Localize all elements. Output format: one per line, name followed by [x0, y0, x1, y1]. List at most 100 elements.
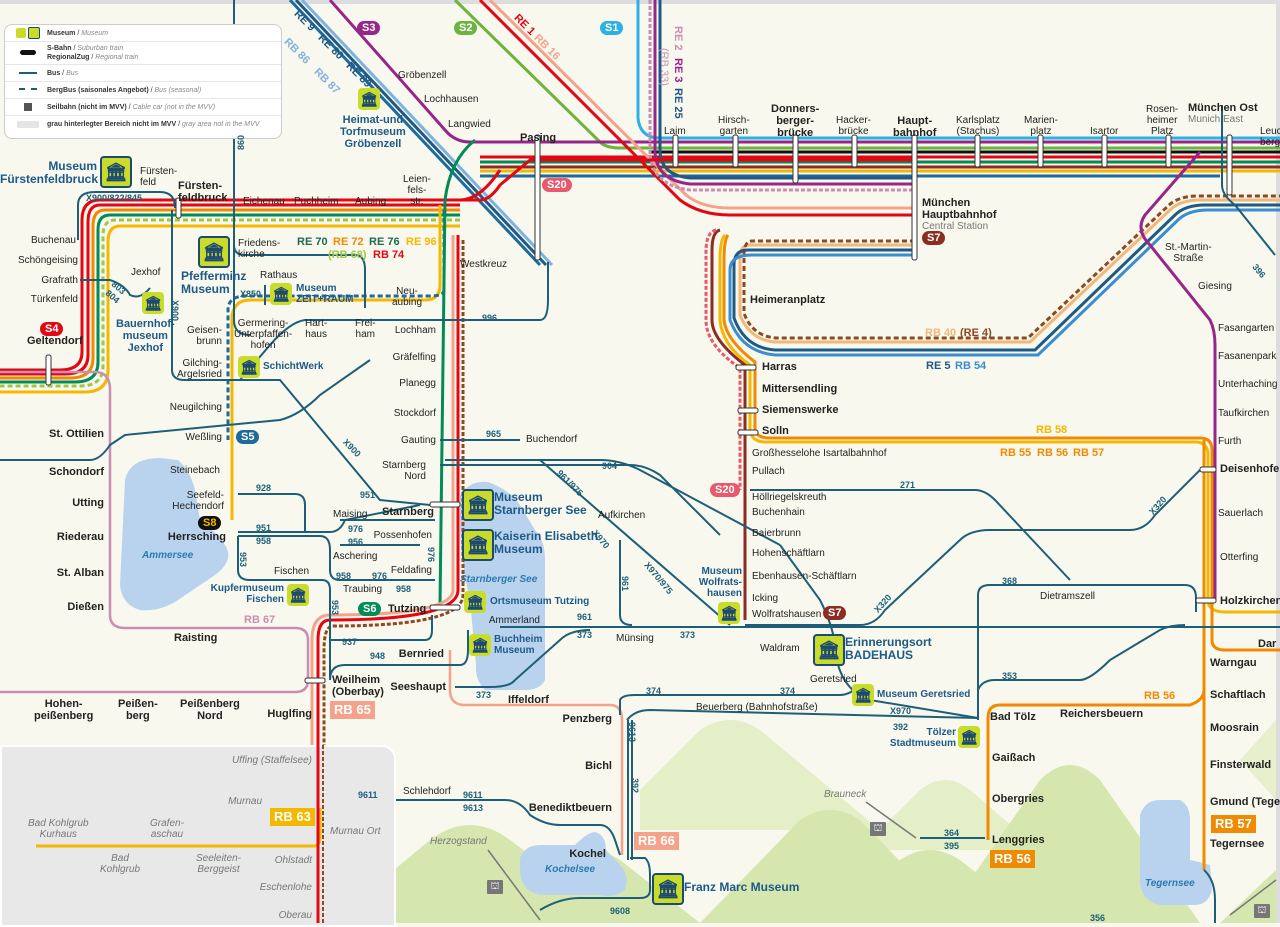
- station-st-martin-strasse[interactable]: St.-Martin- Straße: [1165, 242, 1212, 264]
- museum-grobenzell[interactable]: Heimat-und Torfmuseum Gröbenzell: [340, 114, 406, 150]
- station-seefeld[interactable]: Seefeld- Hechendorf: [172, 490, 224, 512]
- station-murnau[interactable]: Murnau: [228, 796, 262, 807]
- station-wessling[interactable]: Weßling: [185, 432, 223, 443]
- museum-kupfermuseum[interactable]: Kupfermuseum Fischen: [210, 583, 284, 605]
- station-stockdorf[interactable]: Stockdorf: [393, 408, 436, 419]
- station-huglfing[interactable]: Huglfing: [267, 708, 312, 720]
- station-geisenbrunn[interactable]: Geisen- brunn: [186, 325, 222, 347]
- station-tutzing[interactable]: Tutzing: [388, 603, 427, 615]
- station-turkenfeld[interactable]: Türkenfeld: [30, 294, 78, 305]
- station-germering[interactable]: Germering- Unterpfaffen- hofen: [234, 318, 293, 351]
- station-munchen-ost[interactable]: München Ost: [1188, 102, 1258, 114]
- museum-furstenfeldbruck[interactable]: Museum Fürstenfeldbruck: [0, 159, 99, 186]
- station-munsing[interactable]: Münsing: [616, 633, 654, 644]
- station-seeshaupt[interactable]: Seeshaupt: [390, 681, 446, 693]
- station-hohenschaftlarn[interactable]: Hohenschäftlarn: [752, 548, 825, 559]
- museum-jexhof[interactable]: Bauernhof- museum Jexhof: [116, 318, 175, 354]
- museum-icon[interactable]: 🏛: [287, 584, 309, 606]
- museum-icon[interactable]: 🏛: [469, 634, 491, 656]
- station-grosshesselohe[interactable]: Großhesselohe Isartalbahnhof: [752, 448, 887, 459]
- station-marienplatz[interactable]: Marien- platz: [1024, 115, 1058, 137]
- station-freiham[interactable]: Frei- ham: [355, 318, 376, 340]
- station-grafelfing[interactable]: Gräfelfing: [392, 352, 436, 363]
- station-eschenlohe[interactable]: Eschenlohe: [259, 882, 312, 893]
- station-reichersbeuern[interactable]: Reichersbeuern: [1060, 708, 1144, 720]
- station-starnberg[interactable]: Starnberg: [382, 506, 434, 518]
- museum-icon[interactable]: 🏛: [958, 726, 980, 748]
- station-heimeranplatz[interactable]: Heimeranplatz: [750, 294, 826, 306]
- station-neugilching[interactable]: Neugilching: [169, 402, 222, 413]
- station-maising[interactable]: Maising: [333, 509, 368, 520]
- station-furth[interactable]: Furth: [1218, 436, 1242, 447]
- museum-icon[interactable]: 🏛: [100, 156, 132, 188]
- station-holzkirchen[interactable]: Holzkirchen: [1220, 595, 1280, 607]
- museum-wolfratshausen[interactable]: Museum Wolfrats- hausen: [698, 566, 742, 599]
- station-rathaus[interactable]: Rathaus: [260, 270, 298, 281]
- station-murnau-ort[interactable]: Murnau Ort: [330, 826, 381, 837]
- station-possenhofen[interactable]: Possenhofen: [373, 530, 432, 541]
- station-feldafing[interactable]: Feldafing: [390, 565, 432, 576]
- station-otterfing[interactable]: Otterfing: [1220, 552, 1259, 563]
- station-buchenau[interactable]: Buchenau: [30, 235, 76, 246]
- station-gaissach[interactable]: Gaißach: [992, 752, 1036, 764]
- station-geltendorf[interactable]: Geltendorf: [27, 335, 83, 347]
- station-benediktbeuern[interactable]: Benediktbeuern: [528, 802, 612, 814]
- station-weilheim[interactable]: Weilheim (Oberbay): [332, 674, 384, 698]
- station-bad-kohlgrub-kurhaus[interactable]: Bad Kohlgrub Kurhaus: [28, 818, 89, 840]
- station-herrsching[interactable]: Herrsching: [167, 531, 226, 543]
- museum-starnberger-see[interactable]: Museum Starnberger See: [494, 490, 587, 517]
- station-friedenskirche[interactable]: Friedens- kirche: [238, 238, 281, 260]
- station-laim[interactable]: Laim: [664, 126, 686, 137]
- station-fasanenpark[interactable]: Fasanenpark: [1218, 351, 1277, 362]
- station-starnberg-nord[interactable]: Starnberg Nord: [382, 460, 426, 482]
- station-neuaubing[interactable]: Neu- aubing: [392, 286, 423, 308]
- station-ebenhausen[interactable]: Ebenhausen-Schäftlarn: [752, 571, 857, 582]
- station-hauptbahnhof[interactable]: Haupt- bahnhof: [893, 115, 937, 139]
- station-munchen-hbf[interactable]: München Hauptbahnhof: [922, 197, 997, 221]
- station-aschering[interactable]: Aschering: [333, 551, 378, 562]
- station-bernried[interactable]: Bernried: [398, 648, 444, 660]
- museum-tolzer-stadtmuseum[interactable]: Tölzer Stadtmuseum: [889, 727, 956, 749]
- station-warngau[interactable]: Warngau: [1210, 657, 1257, 669]
- station-pasing[interactable]: Pasing: [520, 132, 557, 144]
- museum-icon[interactable]: 🏛: [462, 489, 494, 521]
- station-isartor[interactable]: Isartor: [1090, 126, 1119, 137]
- station-harthaus[interactable]: Hart- haus: [305, 318, 328, 340]
- station-peissenberg-nord[interactable]: Peißenberg Nord: [180, 698, 240, 722]
- station-schlehdorf[interactable]: Schlehdorf: [403, 786, 451, 797]
- museum-schichtwerk[interactable]: SchichtWerk: [263, 361, 324, 372]
- station-bad-tolz[interactable]: Bad Tölz: [990, 711, 1036, 723]
- station-wolfratshausen[interactable]: Wolfratshausen: [752, 609, 822, 620]
- station-jexhof[interactable]: Jexhof: [131, 267, 161, 278]
- museum-icon[interactable]: 🏛: [813, 634, 845, 666]
- station-gauting[interactable]: Gauting: [400, 435, 436, 446]
- station-riederau[interactable]: Riederau: [56, 531, 104, 543]
- station-furstenfeld[interactable]: Fürsten- feld: [140, 166, 178, 188]
- station-buchendorf[interactable]: Buchendorf: [526, 434, 578, 445]
- station-penzberg[interactable]: Penzberg: [562, 713, 612, 725]
- station-taufkirchen[interactable]: Taufkirchen: [1218, 408, 1270, 419]
- station-planegg[interactable]: Planegg: [399, 378, 436, 389]
- museum-icon[interactable]: 🏛: [270, 283, 292, 305]
- station-baierbrunn[interactable]: Baierbrunn: [752, 528, 801, 539]
- station-seeleiten[interactable]: Seeleiten- Berggeist: [196, 853, 242, 875]
- station-diessen[interactable]: Dießen: [67, 601, 104, 613]
- museum-ortsmuseum-tutzing[interactable]: Ortsmuseum Tutzing: [490, 596, 590, 607]
- station-leienfelsstr[interactable]: Leien- fels- str.: [403, 174, 431, 207]
- station-solln[interactable]: Solln: [762, 425, 789, 437]
- station-peissenberg[interactable]: Peißen- berg: [118, 698, 158, 722]
- station-donnersbergerbrucke[interactable]: Donners- berger- brücke: [771, 103, 820, 139]
- station-sauerlach[interactable]: Sauerlach: [1218, 508, 1264, 519]
- station-beuerberg[interactable]: Beuerberg (Bahnhofstraße): [696, 702, 818, 713]
- station-gmund[interactable]: Gmund (Tegernsee): [1210, 796, 1280, 808]
- station-schondorf[interactable]: Schondorf: [49, 466, 104, 478]
- museum-icon[interactable]: 🏛: [238, 356, 260, 378]
- museum-icon[interactable]: 🏛: [852, 684, 874, 706]
- station-rosenheimer-platz[interactable]: Rosen- heimer Platz: [1146, 104, 1179, 137]
- station-westkreuz[interactable]: Westkreuz: [460, 259, 508, 270]
- station-langwied[interactable]: Langwied: [448, 119, 491, 130]
- museum-franz-marc[interactable]: Franz Marc Museum: [684, 880, 800, 894]
- station-darching[interactable]: Dar: [1258, 638, 1277, 650]
- station-iffeldorf[interactable]: Iffeldorf: [508, 694, 549, 706]
- station-hirschgarten[interactable]: Hirsch- garten: [718, 115, 750, 137]
